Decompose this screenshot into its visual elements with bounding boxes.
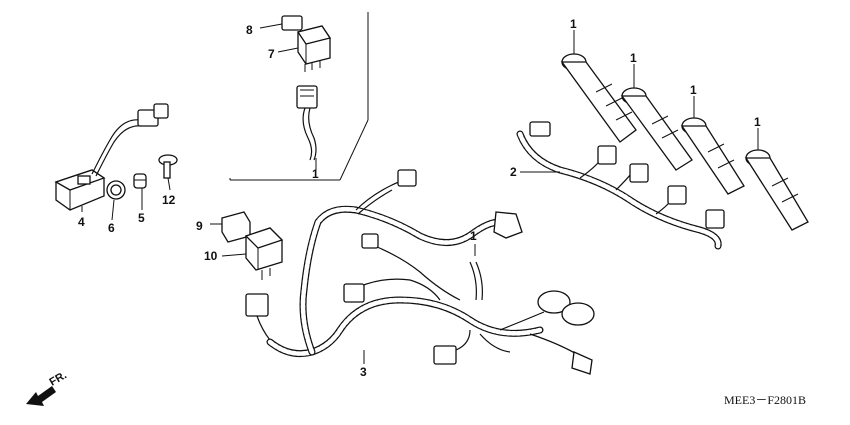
leader-lines: [81, 23, 759, 257]
callout-coil-1c: 1: [690, 83, 697, 97]
relay-7[interactable]: [281, 15, 332, 72]
relay-10[interactable]: [221, 211, 284, 280]
switch-4[interactable]: [54, 103, 169, 211]
relay-connector-left: [245, 293, 271, 341]
callout-bolt-12: 12: [162, 193, 176, 207]
callout-cap-8: 8: [246, 23, 253, 37]
callout-switch-4: 4: [78, 215, 85, 229]
callout-cap-9: 9: [196, 219, 203, 233]
front-direction-arrow-icon: FR.: [26, 369, 69, 406]
collar-5[interactable]: [133, 173, 147, 189]
ignition-coil-1c[interactable]: [680, 117, 745, 195]
callout-inset-1: 1: [312, 167, 319, 181]
wire-segment-1: [469, 244, 483, 301]
callout-wire-segment-1: 1: [470, 229, 477, 243]
callout-coil-1b: 1: [630, 51, 637, 65]
sub-harness-2[interactable]: [516, 121, 725, 250]
grommet-6[interactable]: [106, 180, 126, 200]
ignition-coil-1a[interactable]: [560, 53, 637, 143]
callout-relay-10: 10: [204, 249, 218, 263]
callout-relay-7: 7: [268, 47, 275, 61]
callout-coil-1a: 1: [570, 17, 577, 31]
callout-grommet-6: 6: [108, 221, 115, 235]
ignition-coil-1b[interactable]: [620, 87, 693, 171]
callout-sub-harness-2: 2: [510, 165, 517, 179]
direction-label: FR.: [48, 369, 69, 388]
callout-labels: 1 1 1 1 1 2 3 4 5 6 7 8 9 10 12 1: [78, 17, 761, 379]
main-wire-harness-3[interactable]: [266, 169, 595, 375]
relay-connector-top: [296, 85, 318, 170]
callout-main-harness-3: 3: [360, 365, 367, 379]
callout-coil-1d: 1: [754, 115, 761, 129]
drawing-code: MEE3－F2801B: [724, 393, 806, 407]
callout-collar-5: 5: [138, 211, 145, 225]
relay-inset-frame: [229, 12, 369, 181]
ignition-coil-1d[interactable]: [744, 149, 809, 231]
bolt-12[interactable]: [158, 154, 178, 179]
